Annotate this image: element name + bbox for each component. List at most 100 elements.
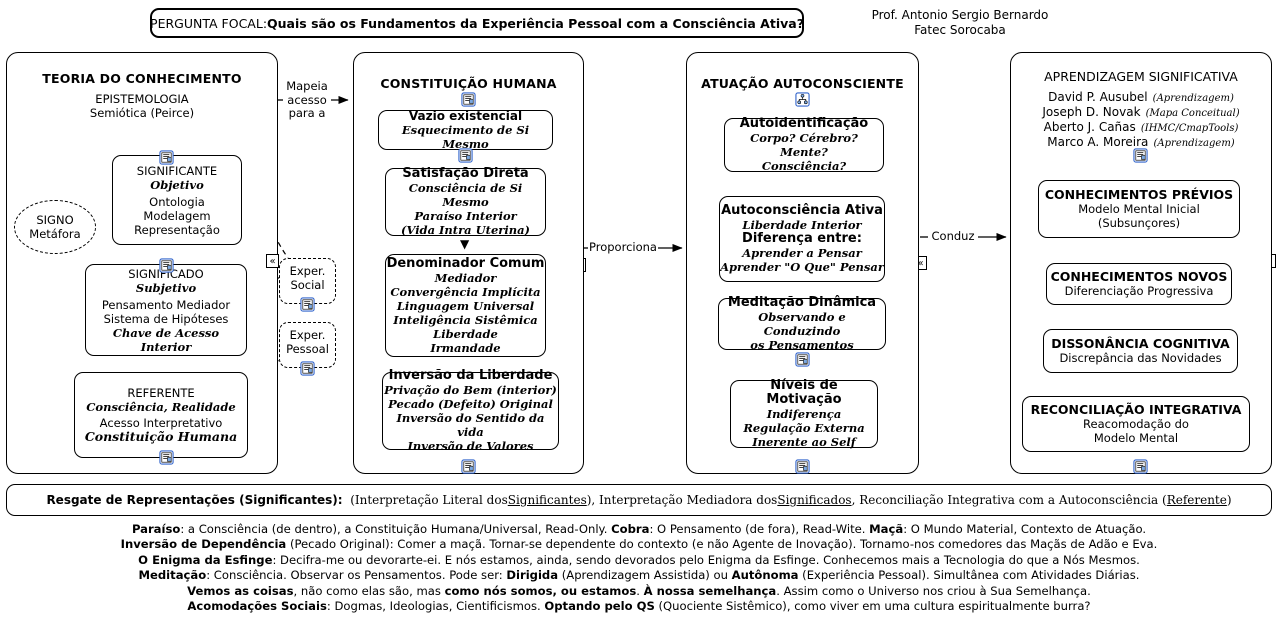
node-autoidentificacao[interactable]: Autoidentificação Corpo? Cérebro? Mente?… — [724, 117, 884, 173]
author-name: Marco A. Moreira — [1047, 135, 1149, 149]
node-satisfacao-direta-line-2: (Vida Intra Uterina) — [401, 223, 530, 237]
node-referente[interactable]: REFERENTE Consciência, Realidade Acesso … — [74, 372, 248, 458]
note-text: . Assim como o Universo nos criou à Sua … — [776, 583, 1091, 598]
resource-note-icon[interactable] — [1133, 148, 1148, 163]
note-term: Optando pelo QS — [544, 599, 655, 614]
node-significado-script: Subjetivo — [135, 280, 197, 295]
node-denominador-comum-line-4: Liberdade — [433, 326, 498, 341]
node-denominador-comum-line-2: Linguagem Universal — [396, 298, 535, 313]
node-conhecimentos-previos-title: CONHECIMENTOS PRÉVIOS — [1044, 187, 1234, 202]
node-denominador-comum-title: Denominador Comum — [386, 255, 545, 271]
node-meditacao-dinamica[interactable]: Meditação Dinâmica Observando e Conduzin… — [718, 295, 886, 352]
node-significado[interactable]: SIGNIFICADO Subjetivo Pensamento Mediado… — [85, 264, 247, 356]
node-satisfacao-direta[interactable]: Satisfação Direta Consciência de Si Mesm… — [385, 166, 546, 237]
node-denominador-comum-line-0: Mediador — [434, 270, 497, 285]
author-note: (IHMC/CmapTools) — [1140, 123, 1239, 134]
link-label-mapeia: Mapeia acesso para a — [283, 79, 331, 121]
node-experiencia-pessoal-line1: Exper. — [289, 328, 326, 342]
focal-question-box: PERGUNTA FOCAL: Quais são os Fundamentos… — [150, 8, 804, 38]
collapse-chevron-icon[interactable]: « — [266, 254, 279, 268]
node-niveis-de-motivacao[interactable]: Níveis de Motivação Indiferença Regulaçã… — [730, 378, 878, 449]
author-block: Prof. Antonio Sergio Bernardo Fatec Soro… — [840, 8, 1080, 38]
resource-note-icon[interactable] — [159, 150, 174, 165]
node-dissonancia-cognitiva-title: DISSONÂNCIA COGNITIVA — [1051, 336, 1230, 351]
node-significado-line-1: Sistema de Hipóteses — [103, 311, 229, 326]
author-note: (Aprendizagem) — [1152, 93, 1234, 104]
nested-map-icon[interactable] — [461, 92, 476, 107]
node-significante-title: SIGNIFICANTE — [136, 163, 218, 178]
focal-question-text: Quais são os Fundamentos da Experiência … — [267, 15, 804, 31]
resource-note-icon[interactable] — [458, 148, 473, 163]
node-reconciliacao-integrativa[interactable]: RECONCILIAÇÃO INTEGRATIVA Reacomodação d… — [1022, 396, 1250, 452]
node-meditacao-dinamica-title: Meditação Dinâmica — [727, 295, 877, 310]
node-niveis-de-motivacao-title: Níveis de Motivação — [766, 378, 842, 407]
node-reconciliacao-integrativa-title: RECONCILIAÇÃO INTEGRATIVA — [1030, 402, 1242, 417]
resource-note-icon[interactable] — [300, 361, 315, 376]
node-satisfacao-direta-line-0: Consciência de Si Mesmo — [408, 181, 523, 209]
note-line: Paraíso: a Consciência (de dentro), a Co… — [6, 522, 1272, 537]
author-row: Joseph D. Novak (Mapa Conceitual) — [1010, 101, 1272, 120]
node-autoidentificacao-line-1: Consciência? — [761, 159, 847, 173]
node-autoconsciencia-ativa[interactable]: Autoconsciência Ativa Liberdade Interior… — [719, 196, 885, 282]
panel-atuacao-title: ATUAÇÃO AUTOCONSCIENTE — [701, 76, 904, 91]
node-inversao-da-liberdade[interactable]: Inversão da Liberdade Privação do Bem (i… — [382, 368, 559, 453]
node-conhecimentos-previos-line-1: (Subsunçores) — [1097, 216, 1181, 230]
author-row: David P. Ausubel (Aprendizagem) — [1010, 86, 1272, 105]
author-name: Aberto J. Cañas — [1043, 120, 1136, 134]
resource-note-icon[interactable] — [795, 352, 810, 367]
resource-note-icon[interactable] — [461, 459, 476, 474]
resource-note-icon[interactable] — [300, 297, 315, 312]
note-text: : Decifra-me ou devorarte-ei. E nós esta… — [272, 552, 1140, 567]
legend-part1-open: (Interpretação Literal dos — [350, 493, 508, 507]
panel-teoria-subtitle-2: Semiótica (Peirce) — [89, 106, 195, 120]
node-inversao-da-liberdade-title: Inversão da Liberdade — [388, 368, 553, 383]
note-line: Meditação: Consciência. Observar os Pens… — [6, 568, 1272, 583]
down-arrow-icon: ▼ — [460, 237, 470, 251]
nested-map-icon[interactable] — [795, 92, 810, 107]
node-inversao-da-liberdade-line-1: Pecado (Defeito) Original — [388, 397, 553, 411]
node-signo[interactable]: SIGNO Metáfora — [14, 200, 96, 254]
note-text: : Dogmas, Ideologias, Cientificismos. — [326, 599, 545, 614]
node-significante[interactable]: SIGNIFICANTE Objetivo Ontologia Modelage… — [112, 155, 242, 245]
node-autoidentificacao-line-0: Corpo? Cérebro? Mente? — [750, 131, 858, 159]
node-autoconsciencia-ativa-line2-1: Aprender "O Que" Pensar — [720, 260, 884, 274]
node-reconciliacao-integrativa-line-1: Modelo Mental — [1093, 431, 1179, 445]
node-satisfacao-direta-title: Satisfação Direta — [402, 166, 529, 181]
legend-part1-underline: Significantes — [507, 493, 587, 507]
link-label-conduz: Conduz — [928, 229, 978, 244]
node-meditacao-dinamica-line-0: Observando e Conduzindo — [758, 310, 846, 338]
node-autoconsciencia-ativa-title: Autoconsciência Ativa — [721, 203, 883, 218]
link-label-mapeia-line1: Mapeia — [286, 79, 328, 93]
node-meditacao-dinamica-line-1: os Pensamentos — [750, 338, 854, 352]
panel-aprendizagem-title: APRENDIZAGEM SIGNIFICATIVA — [1044, 69, 1238, 84]
resource-note-icon[interactable] — [1133, 459, 1148, 474]
node-referente-script: Consciência, Realidade — [86, 400, 236, 414]
resource-note-icon[interactable] — [795, 459, 810, 474]
resource-note-icon[interactable] — [159, 450, 174, 465]
node-experiencia-pessoal[interactable]: Exper. Pessoal — [279, 322, 336, 368]
node-denominador-comum-line-3: Inteligência Sistêmica — [393, 312, 538, 327]
link-label-mapeia-line2: acesso — [287, 92, 327, 107]
node-vazio-existencial[interactable]: Vazio existencial Esquecimento de Si Mes… — [378, 109, 553, 151]
author-note: (Aprendizagem) — [1153, 138, 1235, 149]
node-dissonancia-cognitiva-line-0: Discrepância das Novidades — [1059, 351, 1222, 365]
note-term: Dirigida — [506, 568, 559, 583]
author-affiliation: Fatec Sorocaba — [914, 23, 1006, 37]
author-row: Marco A. Moreira (Aprendizagem) — [1010, 131, 1272, 150]
node-significado-script-line: Chave de Acesso Interior — [112, 325, 220, 354]
link-label-proporciona: Proporciona — [588, 240, 658, 255]
node-significado-line-0: Pensamento Mediador — [101, 297, 231, 312]
note-term: À nossa semelhança — [643, 583, 777, 598]
node-conhecimentos-previos[interactable]: CONHECIMENTOS PRÉVIOS Modelo Mental Inic… — [1038, 180, 1240, 238]
author-name: Prof. Antonio Sergio Bernardo — [871, 8, 1049, 22]
legend-part3-close: ) — [1226, 493, 1232, 507]
node-dissonancia-cognitiva[interactable]: DISSONÂNCIA COGNITIVA Discrepância das N… — [1043, 329, 1238, 373]
legend-lead: Resgate de Representações (Significantes… — [46, 493, 343, 507]
node-autoconsciencia-ativa-title2: Diferença entre: — [742, 231, 862, 246]
node-conhecimentos-novos[interactable]: CONHECIMENTOS NOVOS Diferenciação Progre… — [1046, 263, 1232, 305]
resource-note-icon[interactable] — [159, 258, 174, 273]
note-text: : O Pensamento (de fora), Read-Wite. — [649, 522, 870, 536]
node-niveis-de-motivacao-line-1: Regulação Externa — [743, 421, 865, 435]
node-denominador-comum[interactable]: Denominador Comum Mediador Convergência … — [385, 254, 546, 357]
node-conhecimentos-novos-line-0: Diferenciação Progressiva — [1064, 284, 1214, 298]
